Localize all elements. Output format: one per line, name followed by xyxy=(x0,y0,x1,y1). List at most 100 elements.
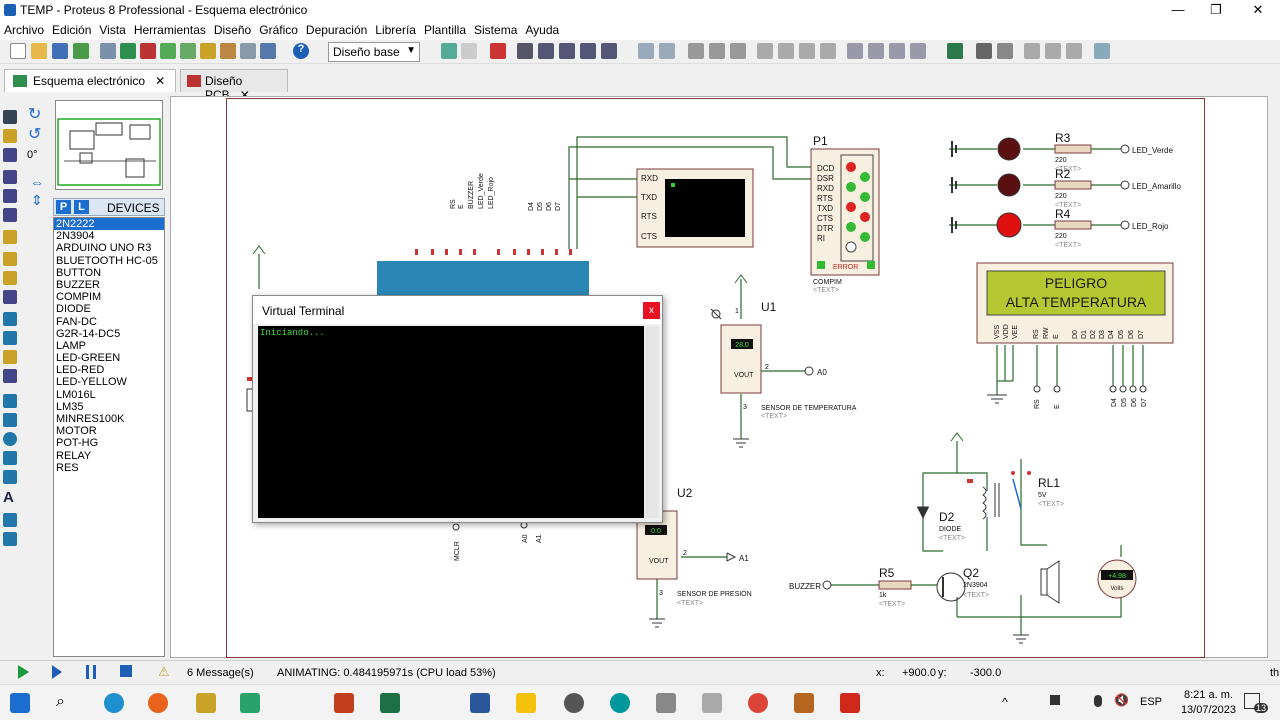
language-indicator[interactable]: ESP xyxy=(1140,696,1163,708)
graph-icon[interactable] xyxy=(3,290,17,304)
virtual-instruments-icon[interactable] xyxy=(3,369,17,383)
virtual-terminal-close-button[interactable]: x xyxy=(643,302,660,319)
list-item[interactable]: POT-HG xyxy=(56,437,99,450)
open-folder-icon[interactable] xyxy=(31,43,47,59)
rotation-angle[interactable]: 0° xyxy=(27,149,38,161)
virtual-terminal-output[interactable]: Iniciando... xyxy=(258,326,644,518)
pcb-icon[interactable] xyxy=(140,43,156,59)
list-item[interactable]: LM016L xyxy=(56,388,96,401)
generator-icon[interactable] xyxy=(3,331,17,345)
zoom-area-icon[interactable] xyxy=(601,43,617,59)
exit-parent-icon[interactable] xyxy=(1066,43,1082,59)
arduino-board[interactable] xyxy=(377,261,589,297)
list-item[interactable]: 2N2222 xyxy=(54,218,164,231)
notifications-icon[interactable] xyxy=(1244,693,1260,709)
menu-plantilla[interactable]: Plantilla xyxy=(423,23,467,37)
zoom-all-icon[interactable] xyxy=(580,43,596,59)
list-item[interactable]: LM35 xyxy=(56,400,84,413)
mindmap-icon[interactable] xyxy=(240,693,260,713)
project-notes-icon[interactable] xyxy=(260,43,276,59)
cut-icon[interactable] xyxy=(688,43,704,59)
pause-icon[interactable] xyxy=(86,665,96,679)
remove-sheet-icon[interactable] xyxy=(1045,43,1061,59)
keyboard-icon[interactable] xyxy=(656,693,676,713)
undo-icon[interactable] xyxy=(638,43,654,59)
video-editor-icon[interactable] xyxy=(516,693,536,713)
buzzer-component[interactable] xyxy=(1046,560,1060,604)
virtual-terminal-scrollbar[interactable] xyxy=(645,326,659,518)
resistor-r2[interactable] xyxy=(1054,180,1092,190)
terminals-icon[interactable] xyxy=(3,252,17,266)
list-item[interactable]: MOTOR xyxy=(56,425,97,438)
library-manager-button[interactable]: L xyxy=(74,200,89,214)
menu-depuracion[interactable]: Depuración xyxy=(305,23,368,37)
virtual-terminal-titlebar[interactable]: Virtual Terminal x xyxy=(253,296,662,324)
menu-vista[interactable]: Vista xyxy=(99,23,126,37)
close-tab-icon[interactable]: ✕ xyxy=(155,74,166,88)
netlist-icon[interactable] xyxy=(1094,43,1110,59)
menu-edicion[interactable]: Edición xyxy=(52,23,92,37)
source-code-icon[interactable] xyxy=(220,43,236,59)
speaker-muted-icon[interactable]: 🔇 xyxy=(1114,693,1129,707)
word-icon[interactable] xyxy=(470,693,490,713)
menu-ayuda[interactable]: Ayuda xyxy=(525,23,560,37)
minimize-button[interactable]: — xyxy=(1171,2,1185,17)
circle-icon[interactable] xyxy=(3,432,17,446)
list-item[interactable]: 2N3904 xyxy=(56,230,95,243)
list-item[interactable]: LAMP xyxy=(56,339,86,352)
resistor-r3[interactable] xyxy=(1054,144,1092,154)
decompose-icon[interactable] xyxy=(910,43,926,59)
list-item[interactable]: LED-YELLOW xyxy=(56,376,127,389)
led-verde[interactable] xyxy=(997,137,1021,161)
list-item[interactable]: LED-RED xyxy=(56,364,105,377)
origin-icon[interactable] xyxy=(490,43,506,59)
tape-recorder-icon[interactable] xyxy=(3,312,17,326)
list-item[interactable]: BUZZER xyxy=(56,278,100,291)
3d-view-icon[interactable] xyxy=(160,43,176,59)
property-tool-icon[interactable] xyxy=(997,43,1013,59)
list-item[interactable]: FAN-DC xyxy=(56,315,97,328)
voltage-probe-icon[interactable] xyxy=(3,350,17,364)
chrome-icon[interactable] xyxy=(748,693,768,713)
menu-grafico[interactable]: Gráfico xyxy=(259,23,298,37)
list-item[interactable]: COMPIM xyxy=(56,291,102,304)
menu-diseno[interactable]: Diseño xyxy=(213,23,252,37)
microphone-icon[interactable] xyxy=(1094,695,1102,707)
line-icon[interactable] xyxy=(3,394,17,408)
list-item[interactable]: BLUETOOTH HC-05 xyxy=(56,254,158,267)
marker-icon[interactable] xyxy=(3,532,17,546)
refresh-icon[interactable] xyxy=(441,43,457,59)
home-icon[interactable] xyxy=(100,43,116,59)
rotate-cw-icon[interactable]: ↻ xyxy=(28,106,42,123)
design-explorer-icon[interactable] xyxy=(240,43,256,59)
clock[interactable]: 8:21 a. m. 13/07/2023 xyxy=(1181,688,1236,718)
list-item[interactable]: RELAY xyxy=(56,449,92,462)
paste-icon[interactable] xyxy=(730,43,746,59)
block-copy-icon[interactable] xyxy=(757,43,773,59)
text-icon[interactable]: A xyxy=(3,489,14,506)
wire-autorouter-icon[interactable] xyxy=(947,43,963,59)
maximize-button[interactable]: ❐ xyxy=(1210,2,1222,17)
edge-icon[interactable] xyxy=(104,693,124,713)
grid-icon[interactable] xyxy=(461,43,477,59)
selection-mode-icon[interactable] xyxy=(3,110,17,124)
gerber-icon[interactable] xyxy=(180,43,196,59)
list-item[interactable]: RES xyxy=(56,461,79,474)
zoom-in-icon[interactable] xyxy=(538,43,554,59)
acrobat-icon[interactable] xyxy=(840,693,860,713)
relay-coil[interactable] xyxy=(982,486,987,520)
new-file-icon[interactable] xyxy=(10,43,26,59)
app-icon[interactable] xyxy=(794,693,814,713)
winrar-icon[interactable] xyxy=(196,693,216,713)
arduino-icon[interactable] xyxy=(610,693,630,713)
close-tab-icon[interactable]: ✕ xyxy=(239,88,250,102)
relay-switch[interactable] xyxy=(1012,478,1022,510)
menu-sistema[interactable]: Sistema xyxy=(474,23,518,37)
menu-archivo[interactable]: Archivo xyxy=(4,23,45,37)
pick-device-icon[interactable] xyxy=(847,43,863,59)
close-window-button[interactable]: ✕ xyxy=(1252,2,1264,17)
search-icon[interactable]: ⌕ xyxy=(56,693,65,710)
rotate-ccw-icon[interactable]: ↺ xyxy=(28,126,42,143)
box-icon[interactable] xyxy=(3,413,17,427)
search-tag-icon[interactable] xyxy=(976,43,992,59)
